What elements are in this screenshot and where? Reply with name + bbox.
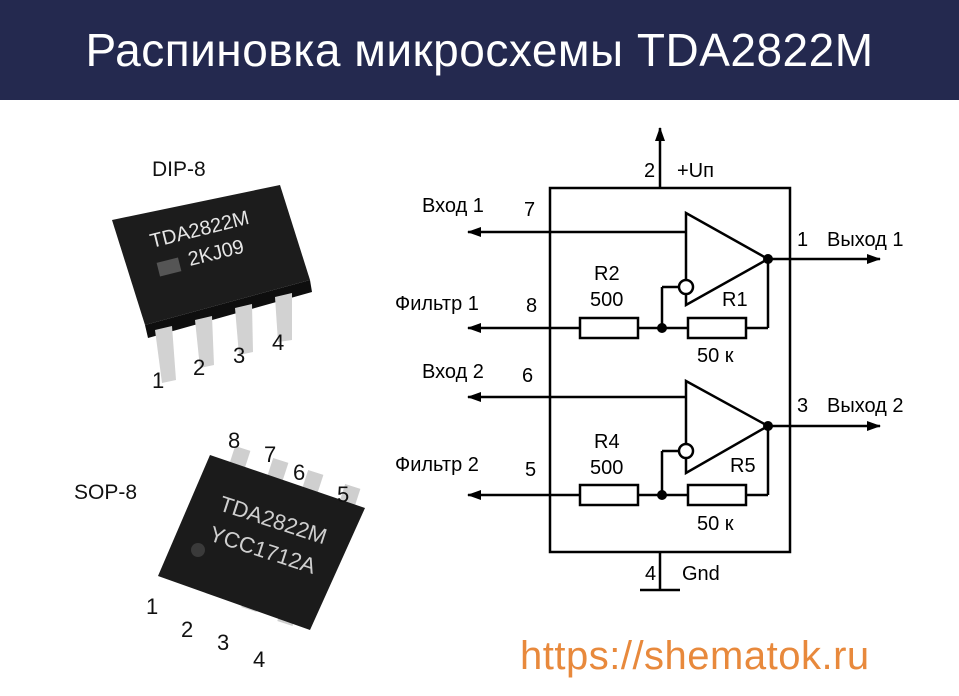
sop-pin-4: 4 — [253, 647, 266, 672]
ground-label: Gnd — [682, 563, 720, 585]
filter1-junction — [657, 323, 667, 333]
dip-pin-2: 2 — [193, 355, 206, 380]
input1-pin-num: 7 — [524, 199, 535, 221]
input2-pin-num: 6 — [522, 365, 533, 387]
output2-junction — [763, 421, 773, 431]
dip-chip-image: TDA2822M 2KJ09 — [112, 185, 312, 383]
output1-pin-num: 1 — [797, 229, 808, 251]
r5-value: 50 к — [697, 513, 734, 535]
r4-resistor — [578, 483, 640, 507]
sop-pin-5: 5 — [337, 482, 350, 507]
sop-package-label: SOP-8 — [74, 481, 138, 504]
power-label: +Uп — [677, 160, 714, 182]
output1-junction — [763, 254, 773, 264]
amp2-inverting-node — [677, 442, 695, 460]
sop-pin-6: 6 — [293, 460, 306, 485]
page-title: Распиновка микросхемы TDA2822M — [85, 24, 874, 76]
r2-value: 500 — [590, 289, 623, 311]
output2-label: Выход 2 — [827, 395, 904, 417]
r1-name: R1 — [722, 289, 748, 311]
filter2-label: Фильтр 2 — [395, 454, 479, 476]
watermark-url: https://shematok.ru — [520, 634, 870, 678]
input1-label: Вход 1 — [422, 195, 484, 217]
sop-pin-1: 1 — [146, 594, 159, 619]
r4-name: R4 — [594, 431, 620, 453]
amp1-triangle — [684, 210, 771, 308]
output2-pin-num: 3 — [797, 395, 808, 417]
input2-label: Вход 2 — [422, 361, 484, 383]
dip-pin-3: 3 — [233, 343, 246, 368]
dip-package-label: DIP-8 — [152, 158, 206, 181]
sop-pin-3: 3 — [217, 630, 230, 655]
r1-value: 50 к — [697, 345, 734, 367]
amp1-inverting-node — [677, 278, 695, 296]
sop-pin-7: 7 — [264, 442, 277, 467]
title-bar: Распиновка микросхемы TDA2822M — [0, 0, 959, 100]
filter1-label: Фильтр 1 — [395, 293, 479, 315]
power-pin-num: 2 — [644, 160, 655, 182]
r4-value: 500 — [590, 457, 623, 479]
r2-resistor — [578, 316, 640, 340]
sop-chip-image: TDA2822M YCC1712A — [158, 445, 365, 630]
r2-name: R2 — [594, 263, 620, 285]
sop-pin-8: 8 — [228, 428, 241, 453]
filter1-pin-num: 8 — [526, 295, 537, 317]
ic-body — [548, 186, 792, 554]
amp2-triangle — [684, 378, 771, 476]
r1-resistor — [686, 316, 748, 340]
r5-name: R5 — [730, 455, 756, 477]
filter2-junction — [657, 490, 667, 500]
output1-label: Выход 1 — [827, 229, 904, 251]
r5-resistor — [686, 483, 748, 507]
dip-pin-4: 4 — [272, 330, 285, 355]
ground-pin-num: 4 — [645, 563, 656, 585]
sop-pin-2: 2 — [181, 617, 194, 642]
dip-pin-1: 1 — [152, 368, 165, 393]
filter2-pin-num: 5 — [525, 459, 536, 481]
